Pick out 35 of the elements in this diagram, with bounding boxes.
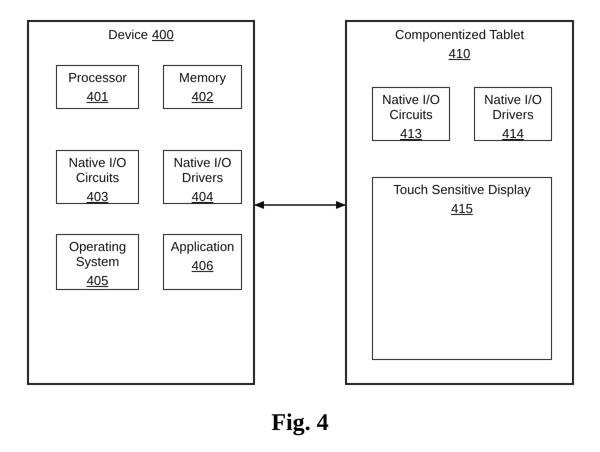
component-box bbox=[163, 150, 242, 204]
device-box bbox=[27, 20, 255, 385]
component-box bbox=[56, 65, 139, 109]
reference-number: 410 bbox=[448, 46, 470, 61]
component-box bbox=[372, 177, 552, 360]
reference-number: 401 bbox=[86, 89, 108, 104]
component-label: Touch Sensitive Display bbox=[393, 182, 531, 197]
component-label: Device bbox=[108, 27, 148, 42]
component-label: Native I/O Circuits bbox=[381, 92, 441, 122]
component-label: Operating System bbox=[68, 239, 128, 269]
reference-number: 406 bbox=[192, 258, 214, 273]
component-box bbox=[372, 87, 450, 141]
component-box bbox=[163, 65, 242, 109]
component-box bbox=[163, 234, 242, 290]
reference-number: 400 bbox=[152, 27, 174, 42]
reference-number: 402 bbox=[192, 89, 214, 104]
component-label: Native I/O Drivers bbox=[483, 92, 543, 122]
reference-number: 403 bbox=[86, 189, 108, 204]
double-arrow bbox=[254, 201, 346, 209]
component-label: Native I/O Circuits bbox=[68, 155, 128, 185]
component-label: Native I/O Drivers bbox=[172, 155, 232, 185]
reference-number: 405 bbox=[86, 273, 108, 288]
device-box bbox=[345, 20, 574, 385]
component-box bbox=[56, 150, 139, 204]
component-box bbox=[474, 87, 552, 141]
component-label: Processor bbox=[68, 70, 127, 85]
reference-number: 413 bbox=[400, 126, 422, 141]
reference-number: 415 bbox=[451, 201, 473, 216]
figure-caption: Fig. 4 bbox=[270, 410, 330, 437]
component-label: Memory bbox=[179, 70, 226, 85]
reference-number: 414 bbox=[502, 126, 524, 141]
component-box bbox=[56, 234, 139, 290]
component-label: Componentized Tablet bbox=[394, 27, 524, 42]
component-label: Application bbox=[170, 239, 234, 254]
reference-number: 404 bbox=[192, 189, 214, 204]
